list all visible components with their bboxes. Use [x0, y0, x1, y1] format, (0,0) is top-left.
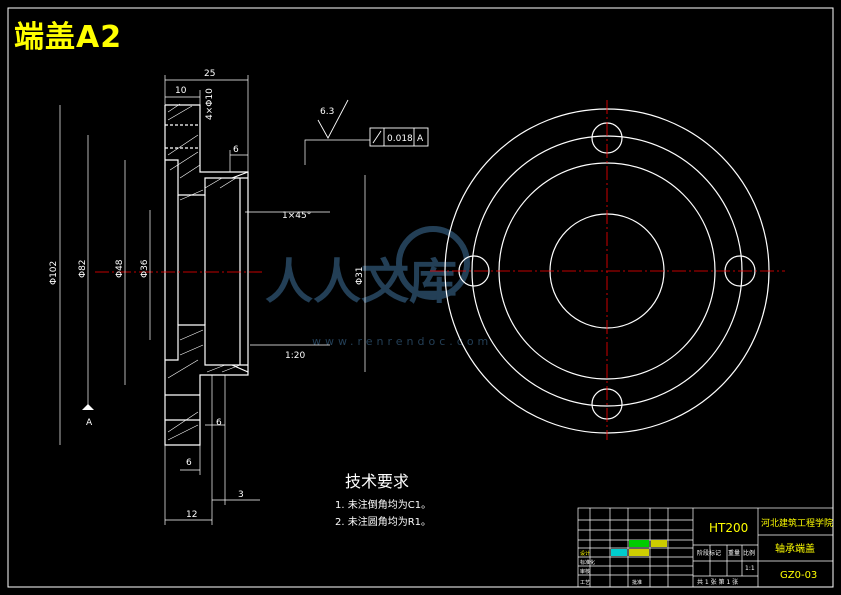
dim-6-a: 6: [186, 458, 192, 468]
dim-4xphi10: 4×Φ10: [205, 88, 215, 120]
scale-value: 1:1: [745, 565, 755, 572]
dim-3: 3: [238, 490, 244, 500]
note-1: 1. 未注倒角均为C1。: [335, 498, 431, 511]
tolerance-value: 0.018: [387, 134, 413, 144]
section-view: [164, 103, 249, 446]
dim-10: 10: [175, 86, 187, 96]
design-label: 设计: [580, 550, 590, 557]
process-label: 工艺: [580, 580, 590, 586]
dim-phi82: Φ82: [78, 259, 88, 278]
technical-notes: 技术要求 1. 未注倒角均为C1。 2. 未注圆角均为R1。: [335, 472, 431, 528]
scale-label: 比例: [743, 549, 755, 557]
check-label: 审核: [580, 568, 590, 575]
std-label: 标准化: [580, 559, 595, 566]
drawing-border: [7, 7, 834, 588]
dim-phi102: Φ102: [49, 261, 59, 285]
dim-6-b: 6: [216, 418, 222, 428]
approve-label: 批准: [632, 579, 642, 586]
tolerance-datum: A: [417, 134, 424, 144]
dim-25: 25: [204, 69, 215, 79]
sheet-info: 共 1 张 第 1 张: [697, 578, 738, 586]
dim-chamfer: 1×45°: [282, 211, 311, 221]
dim-taper: 1:20: [285, 351, 305, 361]
datum-label: A: [86, 418, 93, 428]
dim-6-top: 6: [233, 145, 239, 155]
dim-phi48: Φ48: [115, 259, 125, 278]
roughness-value: 6.3: [320, 107, 334, 117]
notes-heading: 技术要求: [345, 472, 409, 491]
roughness-symbol: [317, 99, 349, 139]
datum-triangle: [82, 404, 94, 410]
weight-label: 重量: [728, 549, 740, 557]
stage-label: 阶段标记: [697, 549, 721, 557]
material: HT200: [709, 521, 748, 535]
dim-phi31: Φ31: [355, 266, 365, 285]
watermark: 人人文库 www.renrendoc.com: [265, 226, 492, 348]
part-name: 轴承端盖: [775, 542, 815, 555]
tolerance-frame: [369, 127, 429, 147]
watermark-text: 人人文库: [265, 254, 457, 310]
school: 河北建筑工程学院: [761, 517, 833, 529]
title-block-cells: [611, 540, 667, 556]
dim-phi36: Φ36: [140, 259, 150, 278]
note-2: 2. 未注圆角均为R1。: [335, 515, 431, 528]
dim-12: 12: [186, 510, 197, 520]
drawing-title: 端盖A2: [14, 20, 123, 55]
section-dimensions: [59, 75, 370, 525]
end-view-centerlines: [430, 100, 785, 440]
drawing-number: GZ0-03: [780, 570, 817, 581]
watermark-url: www.renrendoc.com: [312, 335, 492, 348]
